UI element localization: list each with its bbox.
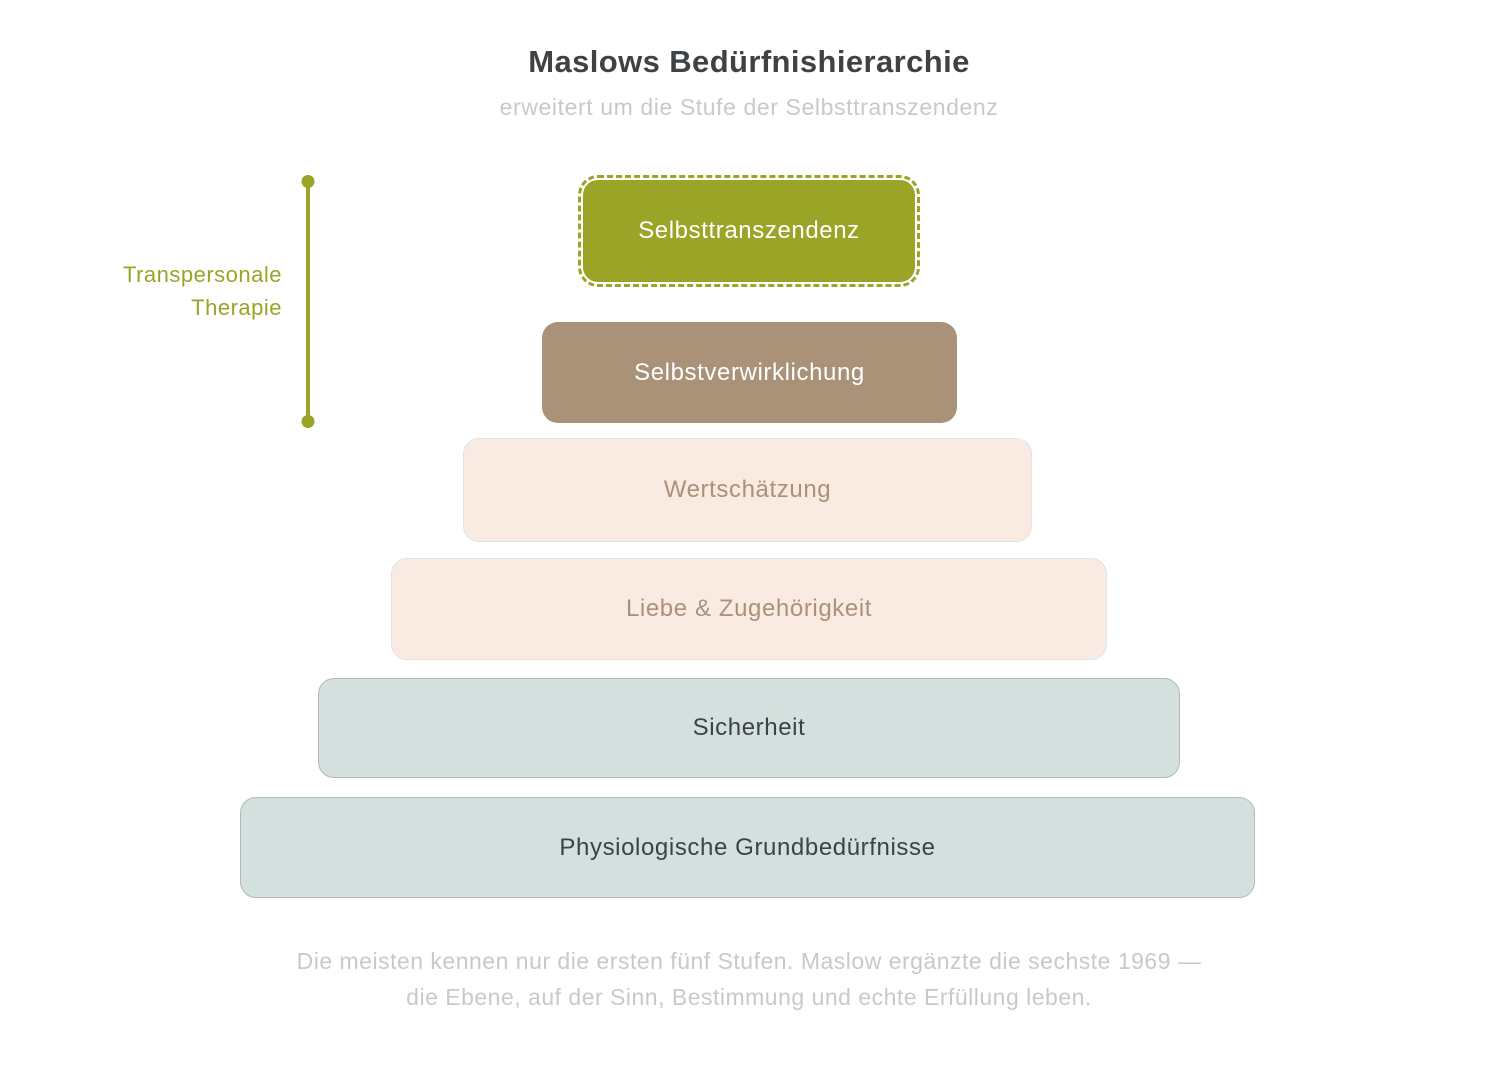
level-label: Wertschätzung: [663, 476, 832, 503]
level-label: Liebe & Zugehörigkeit: [625, 595, 873, 622]
pyramid-level-liebe-zugehoerigkeit: Liebe & Zugehörigkeit: [391, 558, 1107, 660]
pyramid-level-sicherheit: Sicherheit: [318, 678, 1180, 778]
transpersonal-therapy-label: Transpersonale Therapie: [22, 258, 282, 324]
transpersonal-therapy-label-line1: Transpersonale: [122, 262, 282, 287]
pyramid-level-selbstverwirklichung: Selbstverwirklichung: [542, 322, 957, 423]
level-label: Selbstverwirklichung: [634, 358, 865, 386]
footer-note-line2: die Ebene, auf der Sinn, Bestimmung und …: [406, 984, 1092, 1010]
pyramid-level-selbsttranszendenz-fill: Selbsttranszendenz: [583, 180, 915, 282]
level-label: Sicherheit: [692, 714, 806, 741]
footer-note-line1: Die meisten kennen nur die ersten fünf S…: [296, 948, 1202, 974]
pyramid-level-physiologische-grundbeduerfnisse: Physiologische Grundbedürfnisse: [240, 797, 1255, 898]
page-subtitle: erweitert um die Stufe der Selbsttransze…: [499, 94, 999, 120]
bracket-line-bottom-dot: [301, 415, 315, 428]
transpersonal-therapy-label-line2: Therapie: [191, 295, 282, 320]
pyramid-level-wertschaetzung: Wertschätzung: [463, 438, 1032, 542]
level-label: Physiologische Grundbedürfnisse: [559, 833, 936, 861]
pyramid-level-selbsttranszendenz: Selbsttranszendenz: [578, 175, 920, 287]
bracket-line-top-dot: [301, 175, 315, 188]
bracket-line: [301, 175, 315, 428]
page-title: Maslows Bedürfnishierarchie: [528, 44, 970, 79]
level-label: Selbsttranszendenz: [638, 217, 860, 244]
